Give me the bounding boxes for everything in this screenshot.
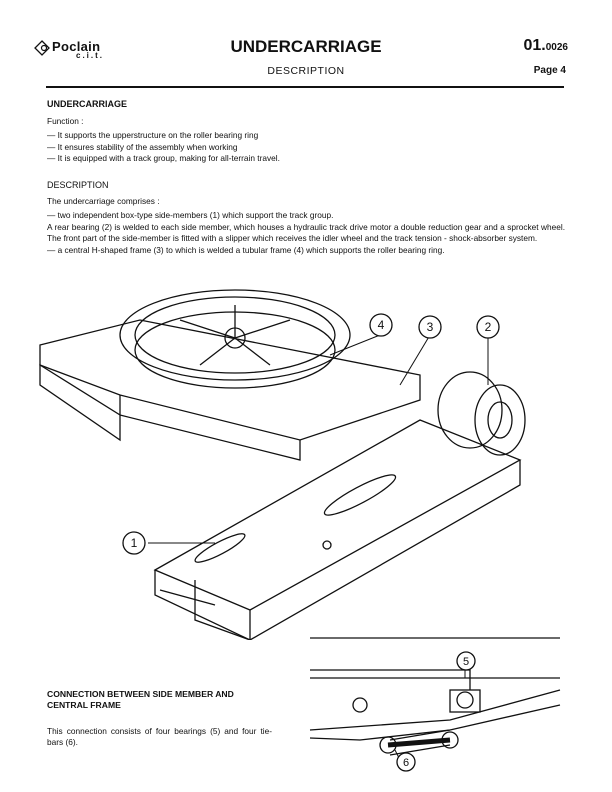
description-paragraph: — two independent box-type side-members … — [47, 210, 334, 220]
diamond-logo-icon — [34, 40, 50, 56]
section-heading-undercarriage: UNDERCARRIAGE — [47, 99, 128, 109]
logo: Poclain c.i.t. — [34, 40, 104, 60]
list-item: — It is equipped with a track group, mak… — [47, 153, 280, 163]
function-list: — It supports the upperstructure on the … — [47, 130, 280, 165]
section-heading-description: DESCRIPTION — [47, 180, 109, 190]
doc-number-main: 01. — [523, 37, 546, 54]
description-paragraph: A rear bearing (2) is welded to each sid… — [47, 221, 565, 244]
document-number: 01.0026 — [524, 37, 569, 55]
callout-6: 6 — [403, 757, 409, 769]
undercarriage-illustration: 1 2 3 4 — [39, 289, 526, 640]
description-body: — two independent box-type side-members … — [47, 210, 565, 256]
connection-text: This connection consists of four bearing… — [47, 726, 272, 747]
callout-1: 1 — [131, 536, 138, 550]
header-divider — [46, 86, 564, 88]
page-number: Page 4 — [533, 65, 566, 76]
description-paragraph: — a central H-shaped frame (3) to which … — [47, 244, 445, 255]
page-title: UNDERCARRIAGE — [230, 37, 382, 56]
function-label: Function : — [47, 116, 84, 126]
logo-sub: c.i.t. — [76, 51, 105, 60]
callout-3: 3 — [427, 320, 434, 334]
connection-illustration: 5 6 — [309, 637, 561, 772]
logo-brand: Poclain — [52, 39, 101, 54]
callout-4: 4 — [378, 318, 385, 332]
callout-2: 2 — [485, 320, 492, 334]
section-heading-connection: CONNECTION BETWEEN SIDE MEMBER AND CENTR… — [47, 689, 234, 710]
description-intro: The undercarriage comprises : — [47, 196, 160, 206]
list-item: — It ensures stability of the assembly w… — [47, 141, 238, 152]
page-subtitle: DESCRIPTION — [267, 65, 345, 77]
doc-number-sub: 0026 — [545, 42, 568, 53]
callout-5: 5 — [463, 656, 469, 668]
list-item: — It supports the upperstructure on the … — [47, 130, 259, 140]
